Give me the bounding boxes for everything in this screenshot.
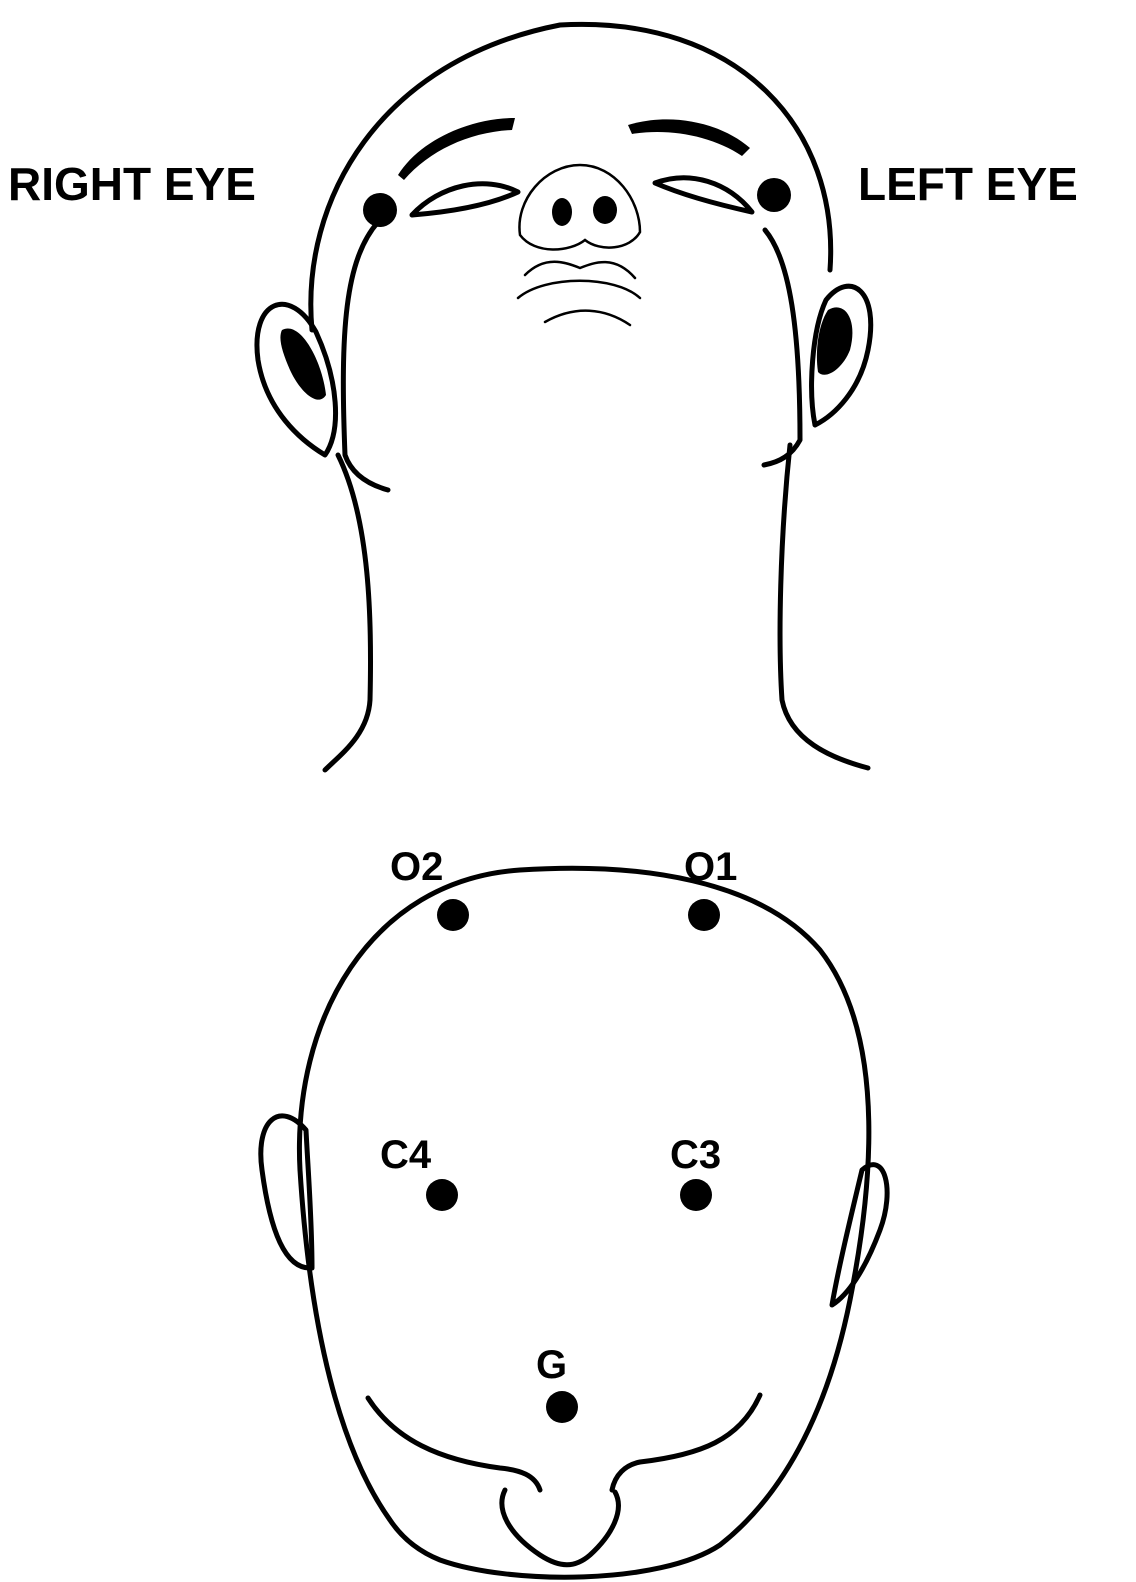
right-eye-electrode	[363, 193, 397, 227]
left-eye-lid	[655, 178, 752, 212]
right-jaw-line	[343, 222, 388, 490]
left-jaw-line	[764, 230, 800, 465]
label-c3: C3	[670, 1133, 721, 1177]
left-eyebrow	[628, 119, 750, 156]
right-nostril	[552, 198, 572, 226]
scalp-view: O2 O1 C4 C3 G	[261, 845, 887, 1577]
electrode-g	[546, 1391, 578, 1423]
label-o1: O1	[684, 845, 737, 889]
label-o2: O2	[390, 845, 443, 889]
right-eyebrow	[398, 118, 515, 180]
left-eye-label: LEFT EYE	[858, 158, 1078, 210]
chin-line	[545, 311, 630, 325]
electrode-c4	[426, 1179, 458, 1211]
upper-lip	[525, 262, 635, 278]
right-eye-lid	[412, 184, 518, 215]
scalp-outline	[299, 868, 868, 1577]
lower-lip	[518, 281, 640, 298]
face-view: RIGHT EYE LEFT EYE	[8, 24, 1078, 770]
right-eye-label: RIGHT EYE	[8, 158, 256, 210]
nose-tip	[502, 1490, 619, 1565]
label-c4: C4	[380, 1133, 432, 1177]
brow-left	[612, 1395, 760, 1490]
neck-right-line	[325, 455, 371, 770]
left-eye-electrode	[757, 178, 791, 212]
neck-left-line	[780, 445, 868, 768]
head-outline	[311, 24, 831, 330]
brow-right	[368, 1398, 540, 1490]
left-nostril	[593, 196, 617, 224]
nose	[519, 165, 640, 250]
electrode-c3	[680, 1179, 712, 1211]
electrode-o2	[437, 899, 469, 931]
electrode-o1	[688, 899, 720, 931]
label-g: G	[536, 1343, 567, 1387]
